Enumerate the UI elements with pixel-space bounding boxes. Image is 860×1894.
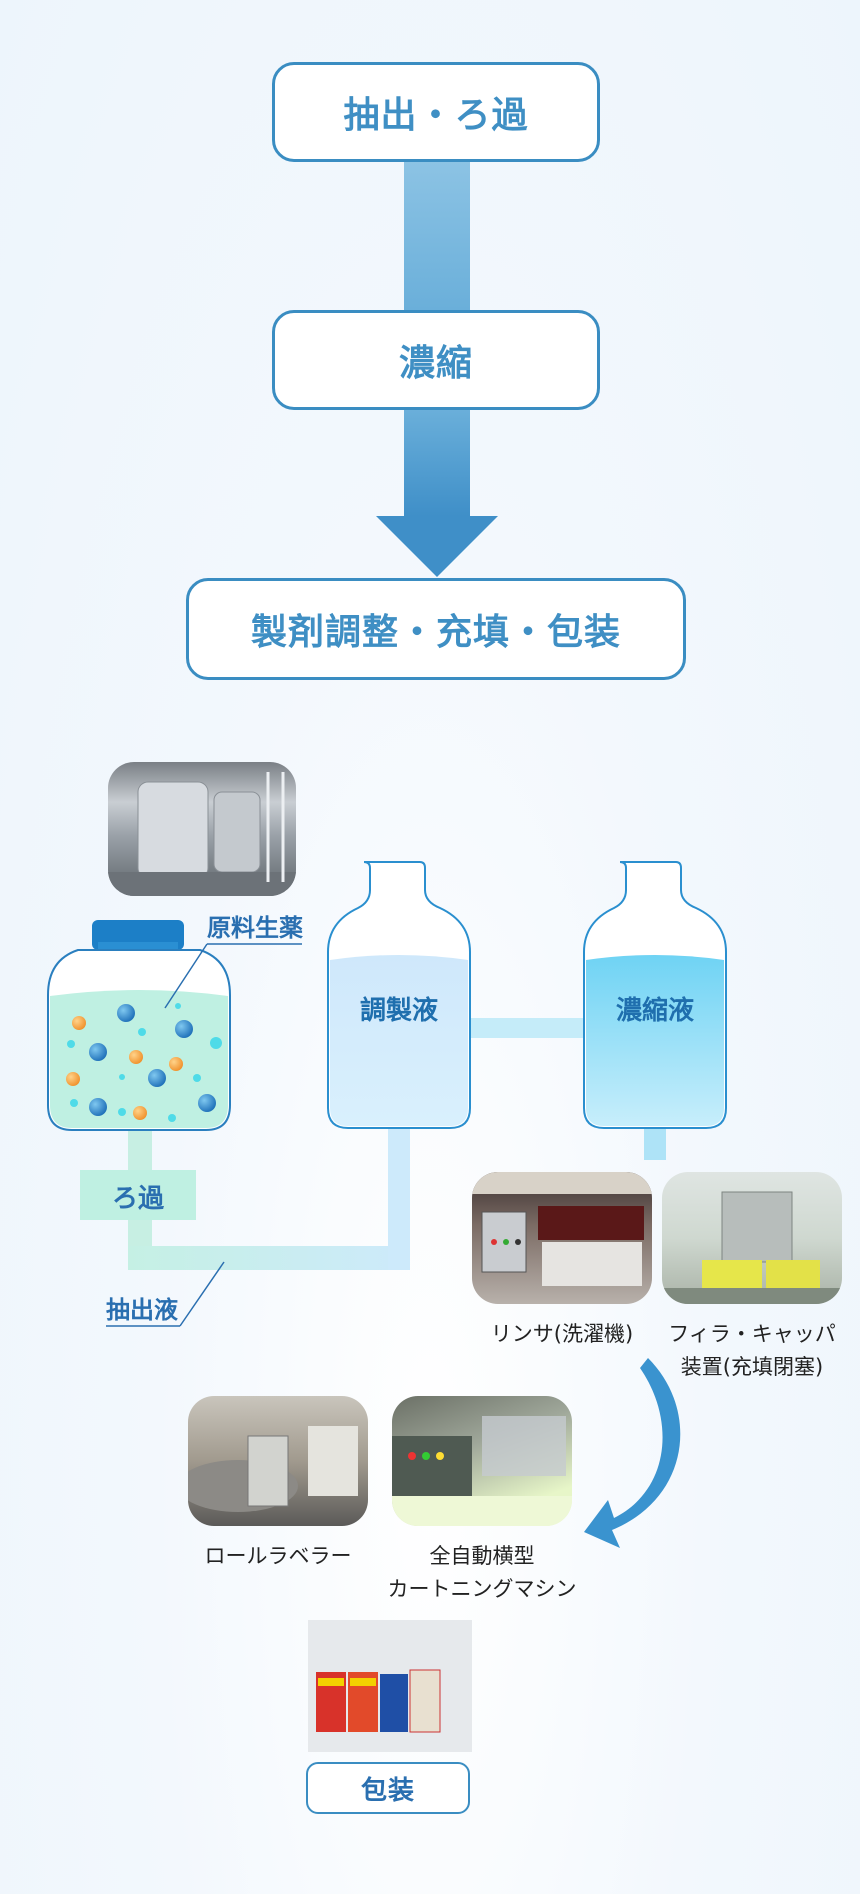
filler-capper-photo xyxy=(662,1172,842,1304)
prepared-liquid-fill xyxy=(330,955,468,1126)
cartoning-caption-line2: カートニングマシン xyxy=(387,1577,577,1601)
pipe-connector xyxy=(468,1018,586,1038)
herb-particles xyxy=(66,1003,222,1122)
rinser-caption: リンサ(洗濯機) xyxy=(490,1322,634,1346)
extract-leader-diag xyxy=(179,1261,225,1327)
extraction-tank-photo-art xyxy=(108,772,296,896)
raw-material-label: 原料生薬 xyxy=(207,914,303,942)
roll-labeler-caption: ロールラベラー xyxy=(204,1544,352,1568)
pipe-outlet-right xyxy=(644,1128,666,1160)
roll-labeler-photo xyxy=(188,1396,368,1526)
filler-caption-line1: フィラ・キャッパ xyxy=(668,1322,836,1346)
rinser-photo-art xyxy=(472,1172,652,1286)
step-concentration-label: 濃縮 xyxy=(398,343,473,384)
tank-lid-base xyxy=(98,942,178,952)
packaged-products-photo-art xyxy=(316,1669,441,1733)
pipe-vertical-mid xyxy=(388,1128,410,1270)
step-formulation-label: 製剤調整・充填・包装 xyxy=(250,612,621,653)
pipe-horizontal xyxy=(128,1246,410,1270)
flow-arrow-2-shaft xyxy=(404,410,470,516)
step-extraction-filtration: 抽出・ろ過 xyxy=(272,62,600,162)
filtration-box xyxy=(80,1170,196,1220)
cartoning-caption-line1: 全自動横型 xyxy=(429,1544,535,1568)
step-concentration: 濃縮 xyxy=(272,310,600,410)
packaging-label: 包装 xyxy=(360,1775,415,1806)
curved-flow-arrow xyxy=(584,1358,681,1548)
extraction-tank-photo xyxy=(108,762,296,896)
roll-labeler-photo-art xyxy=(188,1426,358,1512)
cartoning-machine-photo-art xyxy=(392,1416,572,1526)
packaging-box: 包装 xyxy=(306,1762,470,1814)
filler-capper-photo-art xyxy=(662,1191,842,1304)
rinser-photo xyxy=(472,1172,652,1304)
concentrate-label: 濃縮液 xyxy=(615,996,694,1026)
flow-arrow-1 xyxy=(404,162,470,310)
cartoning-machine-photo xyxy=(392,1396,572,1526)
cartoning-caption: 全自動横型 カートニングマシン xyxy=(372,1540,592,1606)
filler-capper-caption: フィラ・キャッパ 装置(充填閉塞) xyxy=(650,1318,854,1384)
flow-arrow-2-head xyxy=(376,516,498,577)
concentrate-fill xyxy=(586,955,724,1126)
filtration-label: ろ過 xyxy=(111,1184,164,1214)
raw-material-leader xyxy=(164,943,208,1009)
step-extraction-filtration-label: 抽出・ろ過 xyxy=(343,95,529,136)
extract-label: 抽出液 xyxy=(106,1296,178,1324)
filler-caption-line2: 装置(充填閉塞) xyxy=(680,1355,824,1379)
prepared-liquid-label: 調製液 xyxy=(359,996,438,1026)
packaged-products-photo xyxy=(308,1620,472,1752)
step-formulation-filling-packaging: 製剤調整・充填・包装 xyxy=(186,578,686,680)
